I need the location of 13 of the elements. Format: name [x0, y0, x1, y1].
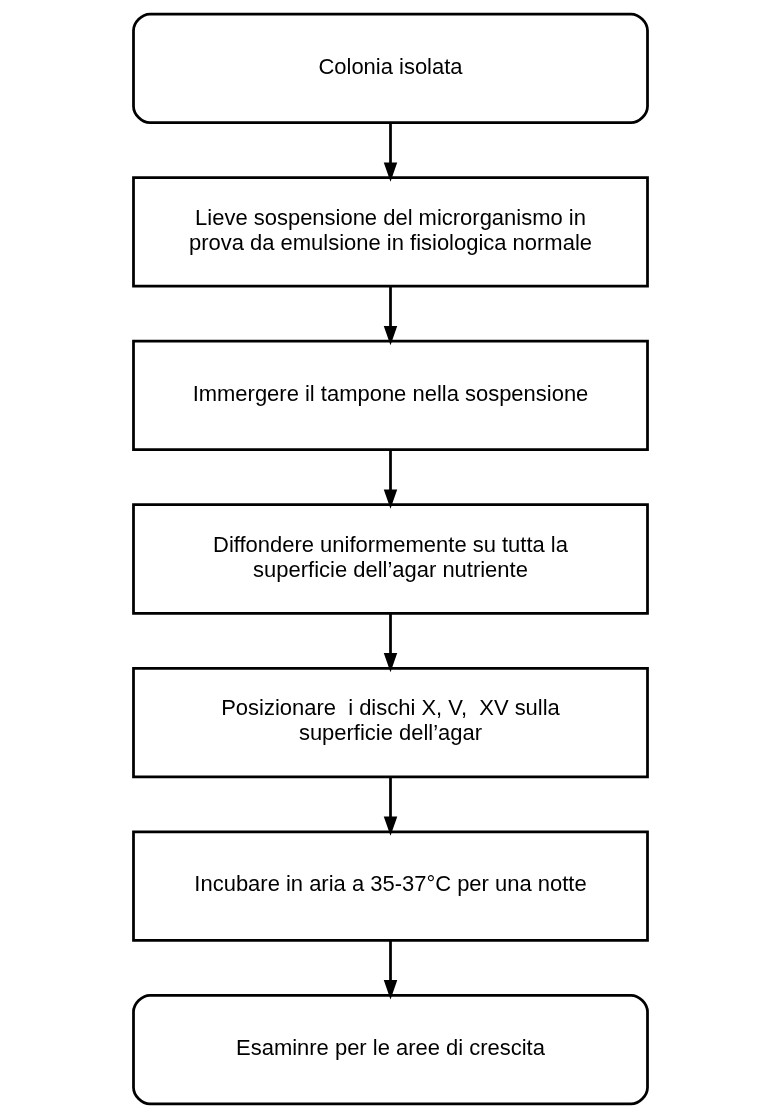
arrow — [383, 613, 398, 673]
arrow — [383, 940, 398, 1000]
node-box: Immergere il tampone nella sospensione — [132, 339, 649, 452]
node-box: Diffondere uniformemente su tutta la superficie dell’agar nutriente — [132, 503, 649, 615]
node-box: Lieve sospensione del microrganismo in prova da emulsione in fisiologica normale — [132, 176, 649, 288]
arrow — [383, 777, 398, 836]
node-box: Posizionare i dischi X, V, XV sulla superficie dell’agar — [132, 666, 649, 779]
arrow — [383, 122, 398, 182]
arrow — [383, 286, 398, 346]
arrow — [383, 449, 398, 509]
node-box: Incubare in aria a 35-37°C per una notte — [132, 830, 649, 942]
node-box: Colonia isolata — [132, 12, 649, 125]
node-box: Esaminre per le aree di crescita — [132, 993, 649, 1106]
